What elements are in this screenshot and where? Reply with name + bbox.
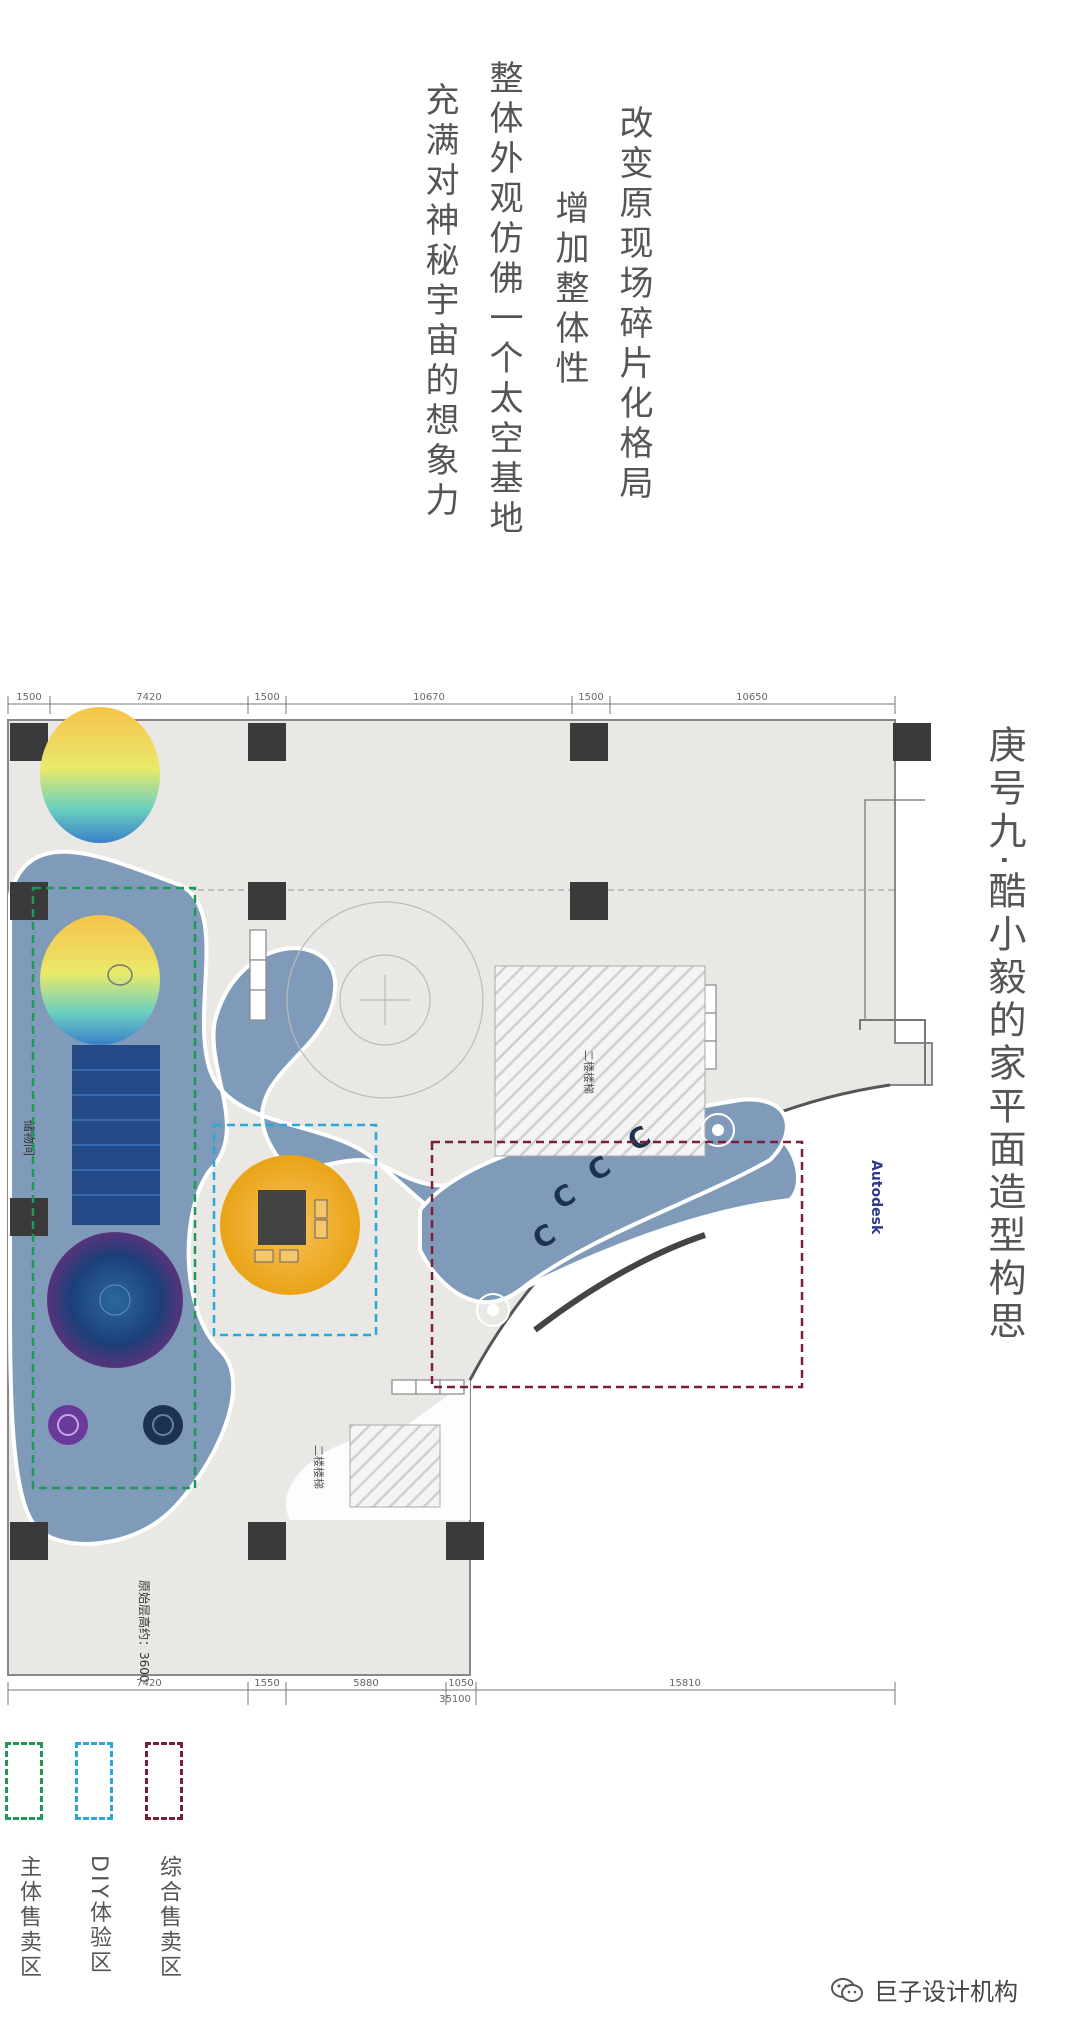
legend-label-general-sales: 综合售卖区 xyxy=(156,1855,181,1980)
column xyxy=(248,1522,286,1560)
column xyxy=(893,723,931,761)
dim-top-6: 10650 xyxy=(736,692,768,703)
storage-label: 储物间 xyxy=(22,1120,37,1156)
purple-unit xyxy=(48,1405,88,1445)
column xyxy=(570,723,608,761)
dim-top-5: 1500 xyxy=(578,692,603,703)
stairwell-upper xyxy=(494,965,706,1157)
galaxy-dome xyxy=(47,1232,183,1368)
column xyxy=(248,882,286,920)
dim-bottom-3: 5880 xyxy=(353,1678,378,1689)
footer-text: 巨子设计机构 xyxy=(874,1978,1018,2006)
dim-bottom-5: 15810 xyxy=(669,1678,701,1689)
stairwell-label-lower: 二楼楼梯 xyxy=(312,1445,326,1489)
legend-swatch-diy xyxy=(75,1742,113,1820)
column xyxy=(10,723,48,761)
dim-top-1: 1500 xyxy=(16,692,41,703)
legend-label-diy: DIY体验区 xyxy=(86,1855,111,1976)
navy-unit xyxy=(143,1405,183,1445)
plan-title: 庚号九·酷小毅的家平面造型构思 xyxy=(982,725,1026,1345)
dim-top-3: 1500 xyxy=(254,692,279,703)
top-dimension-line xyxy=(7,696,896,714)
floor-plan: 1500 7420 1500 10670 1500 10650 xyxy=(7,692,933,1705)
zone-main-sales xyxy=(31,886,197,1490)
display-disc xyxy=(476,1293,510,1327)
dim-top-2: 7420 xyxy=(136,692,161,703)
intro-line-1: 改变原现场碎片化格局 xyxy=(613,105,653,505)
column xyxy=(446,1522,484,1560)
dim-bottom-2: 1550 xyxy=(254,1678,279,1689)
blue-stair-block xyxy=(72,1045,160,1225)
zone-diy xyxy=(212,1123,378,1337)
column xyxy=(10,1522,48,1560)
wechat-icon xyxy=(831,1977,863,2002)
zone-general-sales xyxy=(430,1140,804,1389)
height-annotation: 原始层高约：3600 xyxy=(137,1580,152,1683)
stairwell-label-upper: 二楼楼梯 xyxy=(582,1050,596,1094)
legend-label-main-sales: 主体售卖区 xyxy=(16,1855,41,1980)
footer-brand: 巨子设计机构 xyxy=(830,1972,1018,2007)
dim-top-4: 10670 xyxy=(413,692,445,703)
bottom-dimension-line xyxy=(7,1682,896,1705)
legend-swatch-general-sales xyxy=(145,1742,183,1820)
column xyxy=(10,1198,48,1236)
main-sales-shape xyxy=(8,849,801,1546)
stairwell-lower xyxy=(349,1424,441,1508)
dim-bottom-total: 35100 xyxy=(439,1694,471,1705)
legend-swatch-main-sales xyxy=(5,1742,43,1820)
intro-line-2: 增加整体性 xyxy=(549,190,589,390)
dim-bottom-4: 1050 xyxy=(448,1678,473,1689)
column xyxy=(570,882,608,920)
display-disc xyxy=(701,1113,735,1147)
rainbow-capsule xyxy=(40,707,160,843)
dim-bottom-1: 7420 xyxy=(136,1678,161,1689)
structural-columns xyxy=(10,723,931,1560)
spiral-stair xyxy=(286,901,484,1099)
column xyxy=(10,882,48,920)
intro-line-3: 整体外观仿佛一个太空基地 xyxy=(483,60,523,540)
autodesk-watermark: Autodesk xyxy=(868,1160,884,1235)
column xyxy=(248,723,286,761)
intro-line-4: 充满对神秘宇宙的想象力 xyxy=(419,82,459,522)
